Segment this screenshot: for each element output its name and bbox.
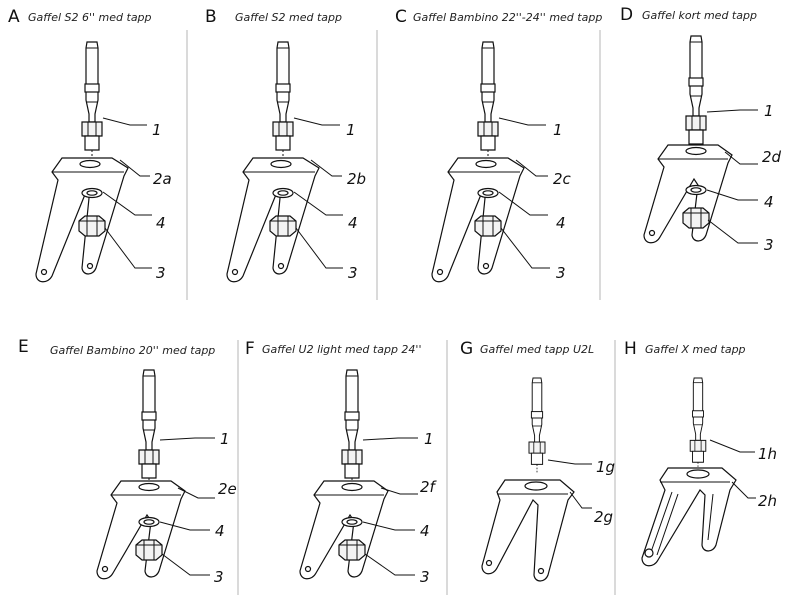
label-nut: 3 xyxy=(764,236,774,254)
fork-part xyxy=(641,467,737,567)
label-spindle: 1 xyxy=(152,121,162,139)
nut-part xyxy=(135,539,163,561)
nut-part xyxy=(474,215,502,237)
label-fork: 2b xyxy=(347,170,366,188)
fork-part xyxy=(299,480,389,580)
spindle-part xyxy=(341,369,363,489)
fork-part xyxy=(96,480,186,580)
washer-part xyxy=(341,516,363,528)
label-washer: 4 xyxy=(764,193,774,211)
panel-title: Gaffel U2 light med tapp 24'' xyxy=(262,343,421,356)
panel-title: Gaffel Bambino 22''-24'' med tapp xyxy=(413,11,602,24)
panel-letter: A xyxy=(8,7,20,27)
label-spindle: 1 xyxy=(346,121,356,139)
panel-title: Gaffel kort med tapp xyxy=(642,9,757,22)
panel-title: Gaffel med tapp U2L xyxy=(480,343,594,356)
label-spindle: 1h xyxy=(758,445,777,463)
panel-d: D Gaffel kort med tapp 1 2d 4 3 xyxy=(620,5,782,254)
label-washer: 4 xyxy=(556,214,566,232)
label-spindle: 1 xyxy=(553,121,563,139)
label-washer: 4 xyxy=(420,522,430,540)
washer-part xyxy=(81,187,103,199)
panel-a: A Gaffel S2 6'' med tapp 1 2a 4 3 xyxy=(8,7,172,283)
label-nut: 3 xyxy=(420,568,430,586)
fork-part xyxy=(481,479,575,582)
nut-part xyxy=(682,207,710,229)
nut-part xyxy=(338,539,366,561)
label-fork: 2e xyxy=(218,480,237,498)
spindle-part xyxy=(528,377,546,473)
label-fork: 2d xyxy=(762,148,782,166)
label-fork: 2h xyxy=(758,492,777,510)
panel-f: F Gaffel U2 light med tapp 24'' 1 2f 4 3 xyxy=(245,339,438,586)
label-fork: 2a xyxy=(153,170,172,188)
panel-letter: E xyxy=(18,337,29,357)
label-spindle: 1 xyxy=(424,430,434,448)
spindle-part xyxy=(81,41,103,161)
label-fork: 2g xyxy=(594,508,613,526)
panel-g: G Gaffel med tapp U2L 1g 2g xyxy=(460,339,615,582)
label-spindle: 1g xyxy=(596,458,615,476)
spindle-part xyxy=(685,35,707,155)
washer-part xyxy=(272,187,294,199)
label-fork: 2c xyxy=(553,170,572,188)
label-nut: 3 xyxy=(348,264,358,282)
label-nut: 3 xyxy=(214,568,224,586)
spindle-part xyxy=(689,377,707,471)
washer-part xyxy=(477,187,499,199)
label-washer: 4 xyxy=(348,214,358,232)
washer-part xyxy=(685,184,707,196)
nut-part xyxy=(78,215,106,237)
spindle-part xyxy=(272,41,294,161)
panel-title: Gaffel X med tapp xyxy=(645,343,746,356)
panel-letter: C xyxy=(395,7,407,27)
panel-letter: G xyxy=(460,339,473,359)
panel-letter: B xyxy=(205,7,217,27)
panel-e: E Gaffel Bambino 20'' med tapp 1 2e 4 3 xyxy=(18,337,237,586)
panel-title: Gaffel S2 6'' med tapp xyxy=(28,11,152,24)
nut-part xyxy=(269,215,297,237)
label-spindle: 1 xyxy=(220,430,230,448)
label-fork: 2f xyxy=(420,478,438,496)
panel-b: B Gaffel S2 med tapp 1 2b 4 3 xyxy=(205,7,366,283)
label-spindle: 1 xyxy=(764,102,774,120)
spindle-part xyxy=(477,41,499,161)
panel-c: C Gaffel Bambino 22''-24'' med tapp 1 2c… xyxy=(395,7,602,283)
panel-title: Gaffel Bambino 20'' med tapp xyxy=(50,344,215,357)
label-washer: 4 xyxy=(215,522,225,540)
washer-part xyxy=(138,516,160,528)
panel-letter: D xyxy=(620,5,633,25)
panel-letter: F xyxy=(245,339,255,359)
spindle-part xyxy=(138,369,160,489)
panel-h: H Gaffel X med tapp 1h 2h xyxy=(624,339,777,567)
label-nut: 3 xyxy=(156,264,166,282)
panel-letter: H xyxy=(624,339,637,359)
label-washer: 4 xyxy=(156,214,166,232)
label-nut: 3 xyxy=(556,264,566,282)
panel-title: Gaffel S2 med tapp xyxy=(235,11,342,24)
